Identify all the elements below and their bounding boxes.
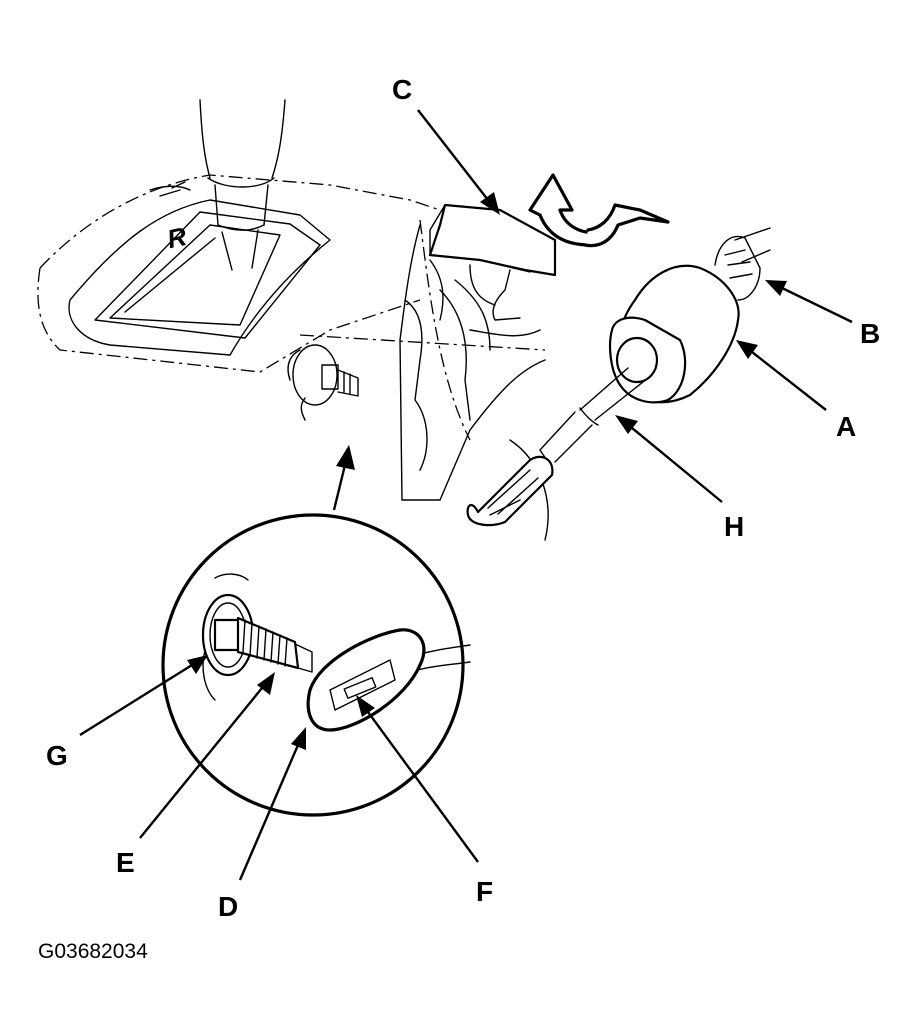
callout-labels: C B A H G E D F xyxy=(46,74,880,922)
cable-lock-tab xyxy=(428,203,557,321)
figure-code: G03682034 xyxy=(38,940,148,963)
lift-direction-arrow xyxy=(528,173,670,248)
callout-b: B xyxy=(860,318,880,349)
callout-a: A xyxy=(836,411,856,442)
callout-c: C xyxy=(392,74,412,105)
shift-console: R xyxy=(37,174,441,373)
detail-pointer-arrow xyxy=(332,445,355,511)
callout-e: E xyxy=(116,847,135,878)
shift-lever xyxy=(199,99,286,271)
callout-f: F xyxy=(476,876,493,907)
callout-leaders xyxy=(79,109,853,881)
cable-bracket xyxy=(299,219,549,541)
shift-cable xyxy=(466,227,771,527)
callout-d: D xyxy=(218,891,238,922)
detail-view xyxy=(161,513,471,817)
callout-g: G xyxy=(46,740,68,771)
callout-h: H xyxy=(724,511,744,542)
mounting-bolt xyxy=(287,344,359,421)
